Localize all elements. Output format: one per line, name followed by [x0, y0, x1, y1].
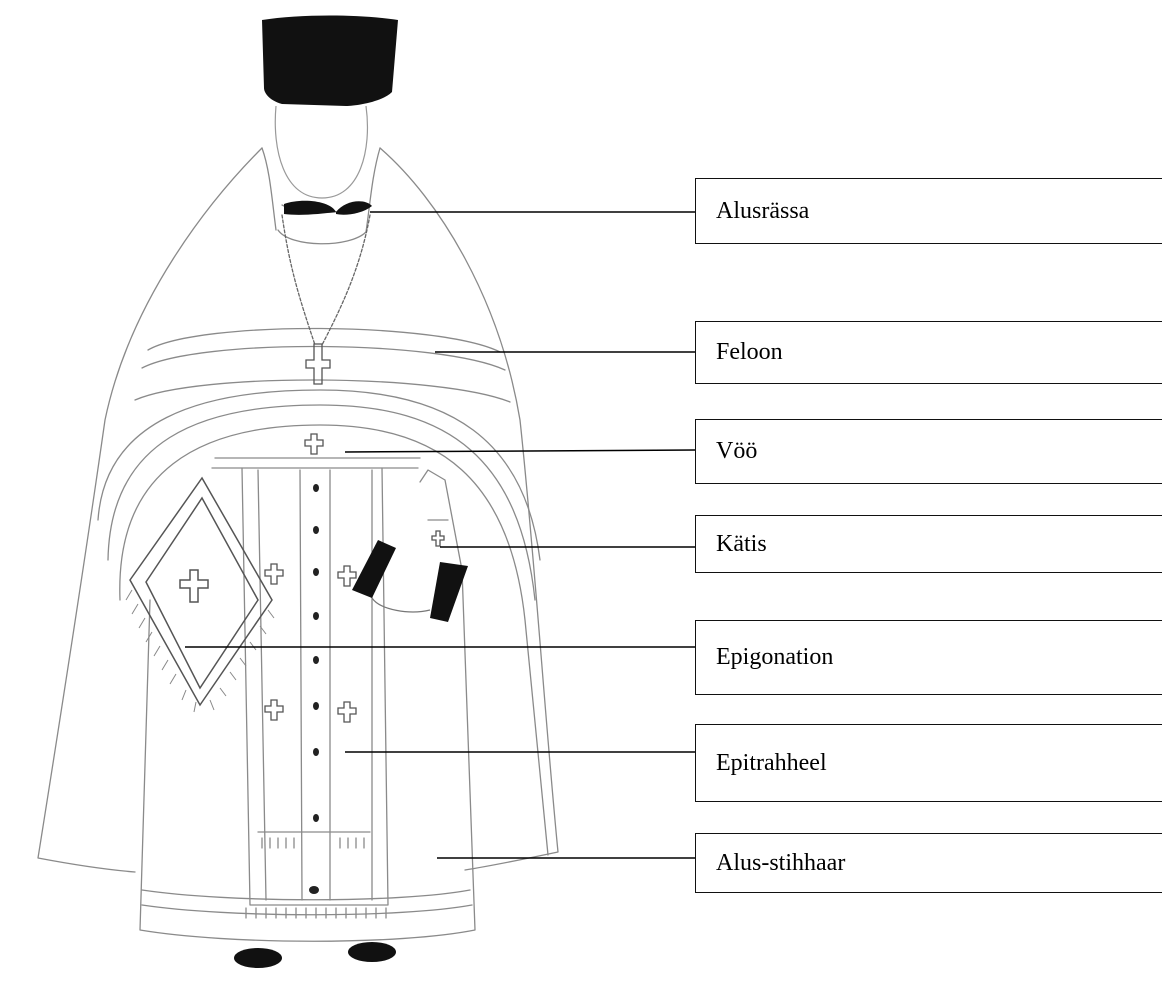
phelonion-inner-arch: [120, 425, 548, 855]
label-alusrassa: Alusrässa: [695, 178, 1162, 244]
hands: [372, 598, 430, 612]
sticharion-body: [140, 570, 475, 941]
epitrachelion-crosses: [265, 434, 444, 722]
label-epigonation-text: Epigonation: [716, 644, 833, 671]
pectoral-cross: [306, 344, 330, 384]
kamilavka-hat: [262, 16, 398, 107]
phelonion-band-upper: [148, 328, 500, 352]
label-katis-text: Kätis: [716, 531, 767, 558]
phelonion-outline: [38, 148, 262, 872]
right-shoe: [348, 942, 396, 962]
label-epitrahheel-text: Epitrahheel: [716, 750, 827, 777]
face-outline: [275, 106, 367, 198]
label-feloon-text: Feloon: [716, 339, 783, 366]
label-alus-stihhaar: Alus-stihhaar: [695, 833, 1162, 893]
left-shoe: [234, 948, 282, 968]
label-alus-stihhaar-text: Alus-stihhaar: [716, 850, 845, 877]
label-feloon: Feloon: [695, 321, 1162, 384]
label-epitrahheel: Epitrahheel: [695, 724, 1162, 802]
label-alusrassa-text: Alusrässa: [716, 198, 809, 225]
left-cuff: [352, 540, 396, 598]
rassa-collar: [284, 201, 336, 215]
right-sleeve: [420, 470, 462, 570]
label-katis: Kätis: [695, 515, 1162, 573]
label-voo: Vöö: [695, 419, 1162, 484]
label-voo-text: Vöö: [716, 438, 757, 465]
cross-chain: [282, 215, 370, 345]
belt: [212, 458, 420, 468]
leader-line-voo: [345, 450, 695, 452]
label-epigonation: Epigonation: [695, 620, 1162, 695]
